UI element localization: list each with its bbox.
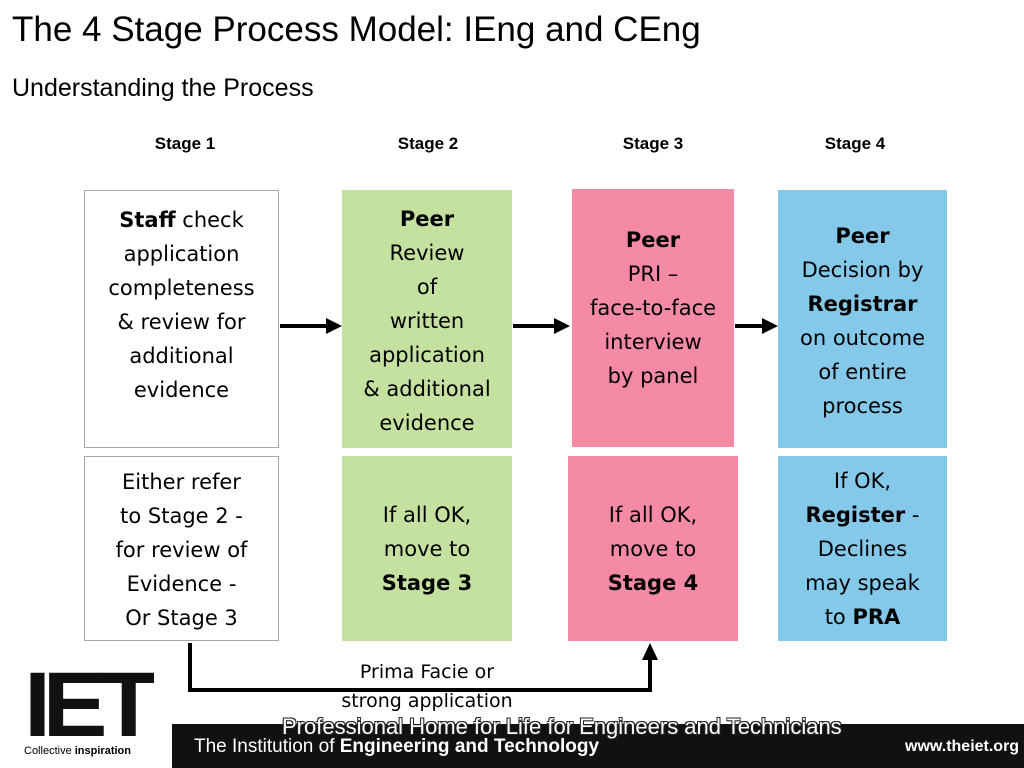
box-line: to PRA — [824, 605, 901, 629]
stage-3-outcome-box: If all OK, move to Stage 4 — [568, 456, 738, 641]
footer-tagline: Professional Home for Life for Engineers… — [282, 714, 842, 739]
box-line: interview — [604, 330, 702, 354]
bypass-note-line-2: strong application — [341, 690, 513, 712]
footer-bar — [172, 724, 1024, 768]
box-line: of entire — [818, 360, 907, 384]
footer-organisation-name: The Institution of Engineering and Techn… — [194, 736, 600, 757]
box-line: Decision by — [801, 258, 924, 282]
box-line: may speak — [805, 571, 920, 595]
stage-4-label: Stage 4 — [824, 134, 886, 153]
stage-1-label: Stage 1 — [154, 134, 216, 153]
box-line: PRI – — [627, 262, 679, 286]
box-line: Stage 3 — [381, 571, 473, 595]
box-line: face-to-face — [589, 296, 717, 320]
box-line: of — [416, 275, 438, 299]
box-line: completeness — [108, 276, 255, 300]
box-line: Registrar — [807, 292, 918, 316]
bypass-note: Prima Facie or strong application — [341, 658, 512, 716]
box-line: evidence — [379, 411, 475, 435]
box-line: application — [123, 242, 240, 266]
box-line: by panel — [607, 364, 699, 388]
stage-4-decision-box: Peer Decision by Registrar on outcome of… — [778, 190, 947, 448]
box-line: additional — [129, 344, 234, 368]
box-line: & additional — [363, 377, 491, 401]
box-line: Declines — [817, 537, 908, 561]
box-line: evidence — [133, 378, 230, 402]
stage-3-pri-interview-box: Peer PRI – face-to-face interview by pan… — [572, 189, 734, 447]
box-line: Peer — [399, 207, 455, 231]
box-line: & review for — [117, 310, 246, 334]
bypass-arrow-stage1-to-stage4 — [188, 643, 658, 692]
box-line: to Stage 2 - — [120, 504, 243, 528]
box-line: Stage 4 — [607, 571, 699, 595]
iet-logo-text: IET — [24, 664, 154, 740]
iet-logo-icon: IET — [24, 664, 154, 740]
stage-1-staff-check-box: Staff check application completeness & r… — [84, 190, 279, 448]
box-line: Peer — [835, 224, 890, 248]
arrow-stage2-to-stage3 — [513, 318, 570, 334]
box-line: on outcome — [800, 326, 925, 350]
box-line: for review of — [115, 538, 248, 562]
arrow-stage1-to-stage2 — [280, 318, 342, 334]
bypass-note-line-1: Prima Facie or — [359, 661, 495, 683]
box-line: process — [822, 394, 903, 418]
box-line: move to — [609, 537, 697, 561]
box-line: Or Stage 3 — [125, 606, 238, 630]
page-title: The 4 Stage Process Model: IEng and CEng — [12, 10, 701, 49]
page-subtitle: Understanding the Process — [12, 74, 314, 102]
footer-website-link[interactable]: www.theiet.org — [905, 738, 1020, 755]
box-line: written — [389, 309, 465, 333]
arrow-stage3-to-stage4 — [735, 318, 778, 334]
box-line: Peer — [625, 228, 681, 252]
stage-2-peer-review-box: Peer Review of written application & add… — [342, 190, 512, 448]
box-line: Staff check — [119, 208, 244, 232]
stage-2-outcome-box: If all OK, move to Stage 3 — [342, 456, 512, 641]
box-line: If all OK, — [608, 503, 698, 527]
box-line: Review — [389, 241, 465, 265]
stage-4-outcome-box: If OK, Register - Declines may speak to … — [778, 456, 947, 641]
logo-caption: Collective inspiration — [24, 745, 131, 757]
box-line: move to — [383, 537, 471, 561]
box-line: application — [369, 343, 485, 367]
box-line: Register - — [805, 503, 920, 527]
box-line: If OK, — [833, 469, 892, 493]
box-line: Evidence - — [126, 572, 237, 596]
box-line: Either refer — [122, 470, 241, 494]
stage-3-label: Stage 3 — [622, 134, 684, 153]
box-line: If all OK, — [382, 503, 472, 527]
stage-2-label: Stage 2 — [397, 134, 459, 153]
stage-1-outcome-box: Either refer to Stage 2 - for review of … — [84, 456, 279, 641]
